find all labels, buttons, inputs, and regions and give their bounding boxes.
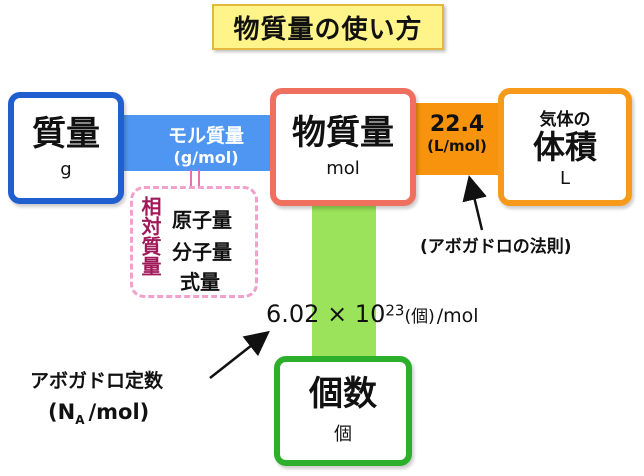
gas-volume-box: 気体の 体積 L (498, 88, 632, 206)
paren-open: ( (48, 400, 58, 424)
count-unit: 個 (334, 423, 352, 445)
mol-unit: mol (326, 158, 360, 180)
paren-close: ) (139, 400, 150, 424)
volume-label: 体積 (532, 128, 597, 167)
volume-unit: L (559, 167, 571, 189)
relative-mass-title: 相対質量 (138, 196, 162, 276)
molar-volume-unit: (L/mol) (427, 137, 487, 155)
molar-volume-band (414, 103, 500, 175)
molar-mass-label-group: モル質量 (g/mol) (140, 121, 272, 167)
avogadro-constant-label: アボガドロ定数 (30, 370, 164, 392)
avogadro-number: 6.02 × 1023(個)/mol (266, 300, 479, 328)
avogadro-unit: /mol (436, 305, 479, 327)
mass-unit: g (60, 159, 72, 181)
atomic-weight: 原子量 (172, 208, 232, 232)
molar-mass-band (122, 115, 272, 171)
avogadro-law: (アボガドロの法則) (420, 237, 572, 257)
arrow-avogadro-law (462, 175, 487, 231)
avogadro-constant-symbol: (NA/mol) (48, 400, 149, 427)
pink-connector-right (198, 170, 200, 188)
page-title: 物質量の使い方 (212, 4, 444, 50)
arrow-avogadro-constant (209, 330, 270, 379)
mol-label: 物質量 (292, 112, 394, 153)
relative-mass-box (130, 186, 258, 298)
molar-volume-group: 22.4 (L/mol) (414, 112, 500, 155)
molecular-weight: 分子量 (172, 240, 232, 264)
avogadro-band (312, 204, 376, 358)
symbol-n: N (57, 400, 76, 424)
avogadro-exponent: 23 (385, 301, 405, 320)
pink-connector-left (190, 170, 192, 188)
count-box: 個数 個 (274, 356, 412, 466)
amount-of-substance-box: 物質量 mol (270, 88, 416, 206)
count-label: 個数 (309, 374, 377, 415)
molar-volume-value: 22.4 (429, 112, 485, 137)
volume-label-top: 気体の (539, 110, 591, 131)
symbol-sub: A (75, 413, 85, 428)
symbol-unit: /mol (88, 400, 140, 424)
molar-mass-unit: (g/mol) (173, 148, 239, 167)
avogadro-unit-paren: (個) (404, 307, 435, 327)
avogadro-mantissa: 6.02 × 10 (266, 300, 386, 328)
mass-box: 質量 g (8, 92, 124, 204)
formula-weight: 式量 (180, 270, 220, 294)
molar-mass-label: モル質量 (167, 125, 244, 147)
mass-label: 質量 (32, 113, 100, 154)
